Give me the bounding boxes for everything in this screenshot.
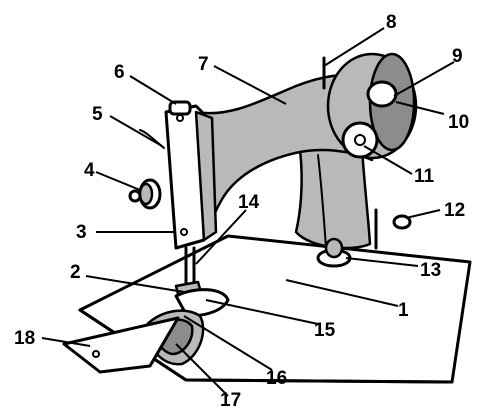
head-screw — [176, 114, 184, 122]
callout-15: 15 — [314, 320, 336, 341]
callout-18: 18 — [14, 328, 35, 349]
callout-4: 4 — [84, 160, 95, 181]
callout-7: 7 — [198, 54, 209, 75]
leader-18 — [41, 337, 91, 347]
column-stripe — [317, 154, 327, 249]
callout-10: 10 — [448, 112, 469, 133]
head-top-cap — [168, 100, 192, 116]
callout-13: 13 — [420, 260, 441, 281]
leader-12 — [405, 209, 441, 219]
leader-4 — [95, 171, 141, 191]
callout-2: 2 — [70, 262, 81, 283]
callout-14: 14 — [238, 192, 260, 213]
tension-disc-inner — [138, 182, 154, 206]
callout-12: 12 — [444, 200, 465, 221]
head-screw-lower — [180, 228, 188, 236]
callout-1: 1 — [398, 300, 409, 321]
tension-knob — [128, 189, 142, 203]
leader-15 — [205, 299, 319, 325]
regulator-disc — [341, 121, 379, 159]
column — [294, 146, 372, 250]
leader-5 — [109, 115, 163, 147]
leader-13 — [345, 257, 419, 267]
winder-top — [324, 237, 344, 259]
bobbin-knob — [392, 214, 412, 230]
leader-7 — [213, 65, 287, 105]
callout-6: 6 — [114, 62, 125, 83]
leader-10 — [395, 101, 445, 115]
leader-6 — [129, 75, 177, 105]
callout-11: 11 — [414, 166, 435, 187]
regulator-center — [354, 134, 366, 146]
leader-16 — [183, 315, 273, 371]
leader-2 — [85, 275, 185, 293]
callout-8: 8 — [386, 12, 397, 33]
slide-plate-hole — [92, 350, 100, 358]
leader-14 — [195, 209, 247, 265]
leader-9 — [393, 61, 455, 97]
leader-1 — [285, 279, 399, 307]
slide-plate — [62, 316, 180, 374]
callout-16: 16 — [266, 368, 287, 389]
faceplate — [194, 110, 218, 242]
callout-9: 9 — [452, 46, 463, 67]
leader-17 — [175, 343, 229, 397]
leader-8 — [323, 27, 385, 67]
leader-11 — [363, 145, 413, 175]
callout-17: 17 — [220, 390, 241, 411]
callout-3: 3 — [76, 222, 87, 243]
hand-wheel-hub — [366, 80, 398, 108]
callout-5: 5 — [92, 104, 103, 125]
